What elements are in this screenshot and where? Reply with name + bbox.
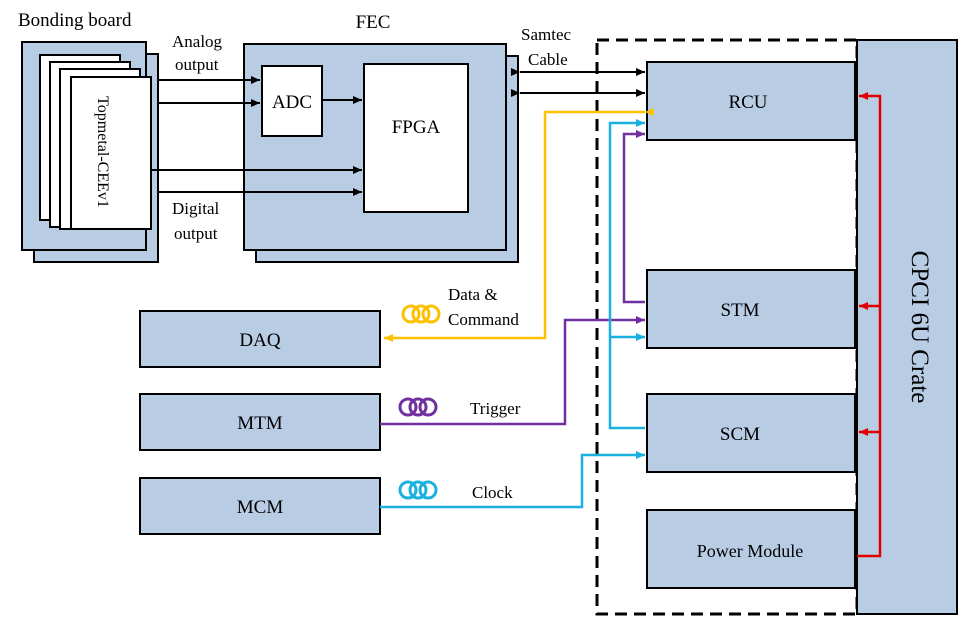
digital-output-label-1: Digital xyxy=(172,199,219,218)
power-module xyxy=(646,509,856,589)
trigger-link xyxy=(380,130,645,426)
cpci-crate xyxy=(856,39,958,615)
crate-label: CPCI 6U Crate xyxy=(906,251,933,404)
analog-output-label-2: output xyxy=(175,55,219,74)
mtm-label: MTM xyxy=(237,413,283,434)
bonding-board-title: Bonding board xyxy=(18,10,132,31)
samtec-cable-arrows xyxy=(511,68,645,97)
clock-link xyxy=(380,119,645,509)
fiber-cyan-icon xyxy=(398,480,438,500)
trigger-label: Trigger xyxy=(470,399,521,418)
rcu-module xyxy=(646,61,856,141)
adc-label: ADC xyxy=(272,92,312,113)
stm-module xyxy=(646,269,856,349)
fiber-purple-icon xyxy=(398,397,438,417)
daq-label: DAQ xyxy=(239,330,280,351)
power-module-label: Power Module xyxy=(697,541,804,561)
scm-label: SCM xyxy=(720,424,760,445)
data-command-label-1: Data & xyxy=(448,285,498,304)
power-distribution xyxy=(857,92,882,558)
fiber-yellow-icon xyxy=(401,304,441,324)
data-command-link xyxy=(384,108,654,342)
bonding-board xyxy=(21,41,159,263)
data-command-label-2: Command xyxy=(448,310,519,329)
mcm-label: MCM xyxy=(237,497,284,518)
analog-output-label-1: Analog xyxy=(172,32,223,51)
mtm-module xyxy=(139,393,381,451)
fec-title: FEC xyxy=(356,12,391,33)
adc-block xyxy=(261,65,323,137)
scm-module xyxy=(646,393,856,473)
chip-label: Topmetal-CEEv1 xyxy=(94,96,111,208)
rcu-label: RCU xyxy=(728,92,767,113)
digital-output-label-2: output xyxy=(174,224,218,243)
fpga-label: FPGA xyxy=(392,117,441,138)
mcm-module xyxy=(139,477,381,535)
digital-signal-arrows xyxy=(150,166,362,196)
analog-signal-arrows xyxy=(158,76,362,107)
stm-label: STM xyxy=(720,300,759,321)
fpga-block xyxy=(363,63,469,213)
samtec-label-2: Cable xyxy=(528,50,568,69)
samtec-label-1: Samtec xyxy=(521,25,571,44)
clock-label: Clock xyxy=(472,483,513,502)
daq-module xyxy=(139,310,381,368)
